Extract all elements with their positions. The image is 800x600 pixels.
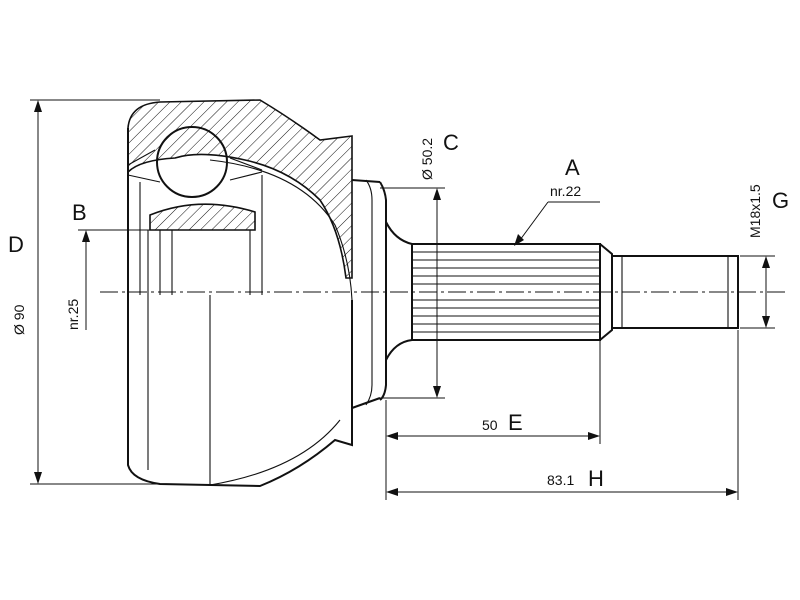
body-bell-curve-lower [209, 419, 341, 486]
dimension-b-value: nr.25 [65, 299, 81, 330]
flange-spline-transition-upper [385, 221, 413, 245]
dimension-a-value: nr.22 [550, 183, 581, 199]
spline-teeth [412, 251, 600, 333]
ball [156, 126, 228, 198]
dimension-c-value: Ø 50.2 [419, 138, 435, 180]
label-a: A [565, 155, 580, 180]
dimension-d-value: Ø 90 [11, 304, 27, 335]
dimension-g-value: M18x1.5 [747, 184, 763, 238]
body-bell-curve [209, 159, 353, 301]
flange [379, 181, 387, 401]
neck-lower [351, 397, 381, 409]
dimension-d: Ø 90 D [8, 99, 160, 485]
label-c: C [443, 130, 459, 155]
housing-section-upper [127, 99, 353, 279]
joint-body [127, 99, 413, 488]
label-b: B [72, 200, 87, 225]
dimension-b: B nr.25 [65, 200, 160, 330]
dimension-g: M18x1.5 G [740, 184, 789, 329]
inner-race-section [149, 203, 256, 231]
dimension-c: Ø 50.2 C [380, 130, 459, 399]
flange-spline-transition-lower [385, 339, 413, 361]
label-g: G [772, 188, 789, 213]
neck-upper [351, 179, 381, 183]
dimension-e: 50 E [385, 340, 601, 500]
cage-upper [127, 149, 263, 183]
body-outline-lower [127, 172, 353, 488]
label-h: H [588, 466, 604, 491]
neck-curve-upper [365, 179, 373, 406]
label-e: E [508, 410, 523, 435]
dimension-h-value: 83.1 [547, 472, 574, 488]
dimension-e-value: 50 [482, 417, 498, 433]
label-d: D [8, 232, 24, 257]
dimension-a: nr.22 A [514, 155, 600, 246]
dimension-h: 83.1 H [386, 330, 739, 500]
